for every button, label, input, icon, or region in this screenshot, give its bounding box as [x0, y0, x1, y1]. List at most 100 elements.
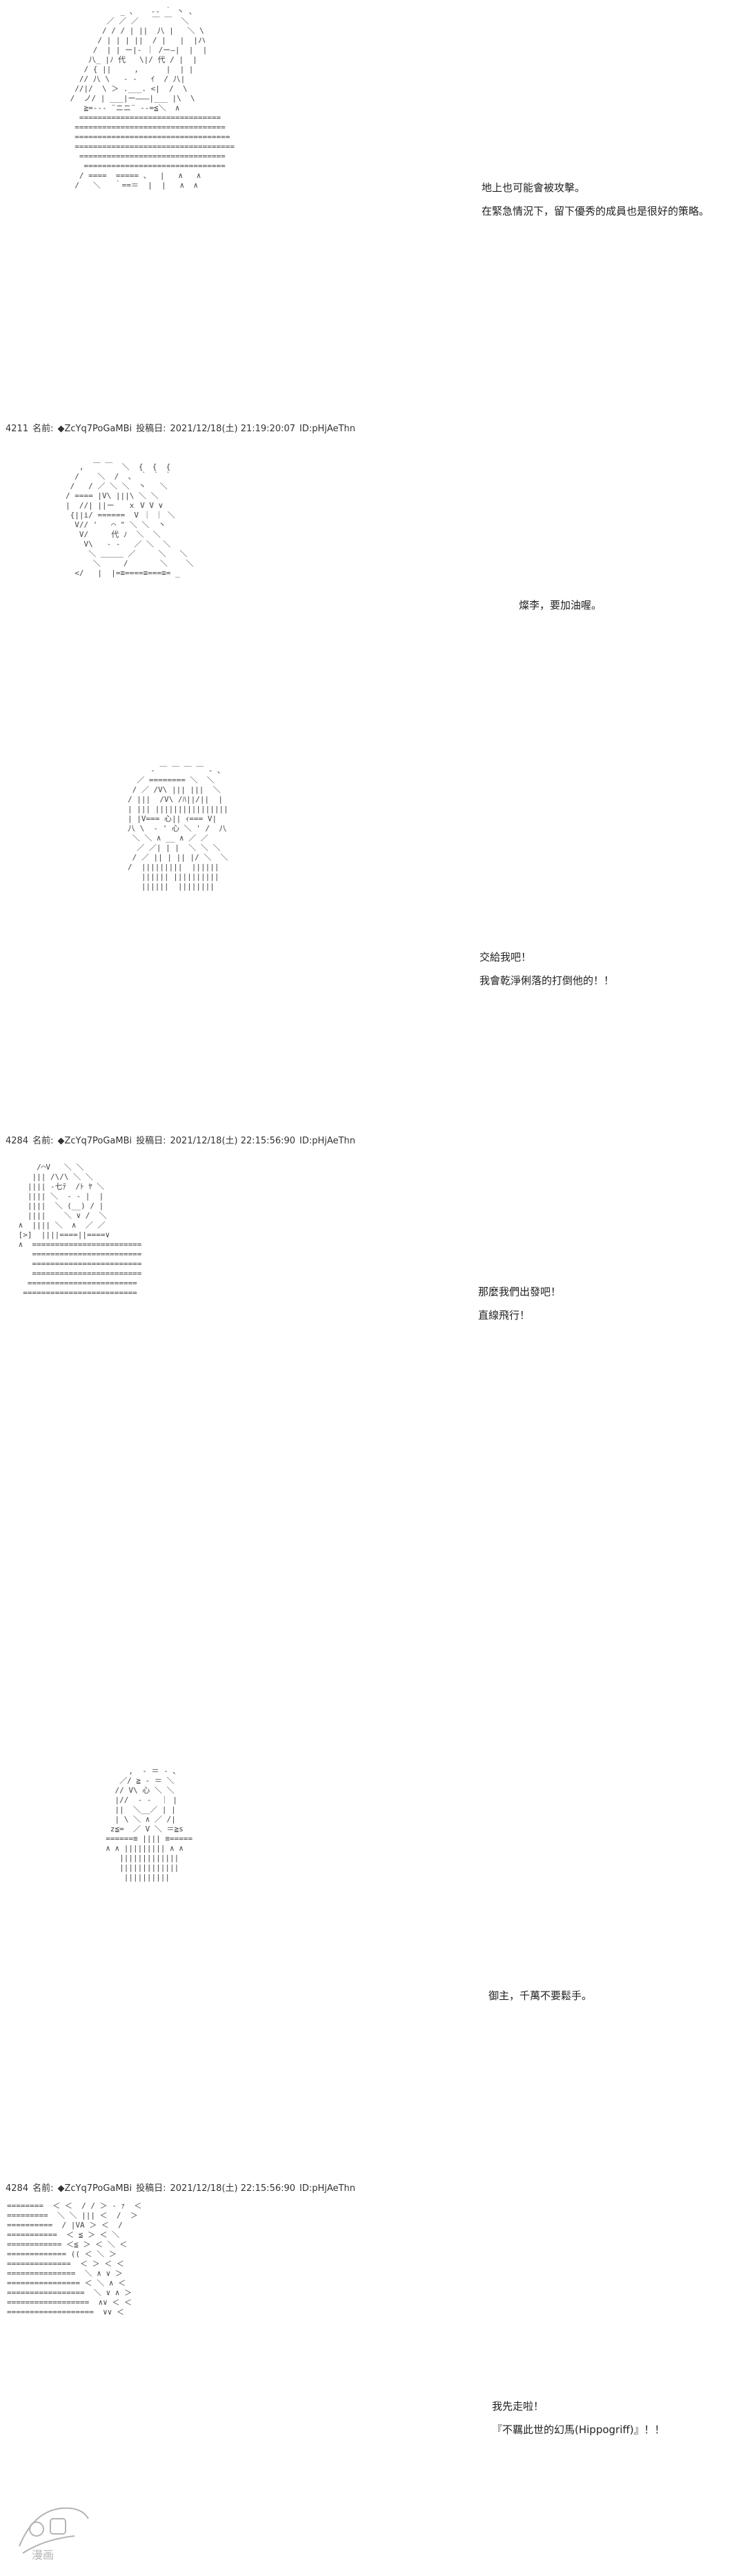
ascii-art-line: /⌒V ＼ ＼: [14, 1163, 84, 1172]
ascii-art-6: ======== ＜ ＜ / / ＞ ‐ ｧ ＜========= ＼ ＼ ||…: [7, 2201, 400, 2560]
ascii-art-line: V// ' ⌒ " ＼ ＼ 丶: [66, 520, 166, 529]
ascii-art-line: |||| ＼ ‐ ‐ | |: [14, 1192, 104, 1201]
dialogue-line: 我先走啦！: [492, 2400, 544, 2412]
panel-3: ‐ ￣ ￣ ￣ ￣ ‐ ､ ／ ======== ＼ ＼ / ／ /V\ |||…: [0, 759, 732, 1125]
ascii-art-line: ========================: [14, 1250, 142, 1259]
ascii-art-line: |||||| ||||||||: [128, 882, 215, 891]
ascii-art-line: ================ ＜ ＼ ∧ ＜: [7, 2279, 126, 2288]
ascii-art-line: / { || , | | |: [66, 65, 194, 74]
ascii-art-4: /⌒V ＼ ＼ ||| /\/\ ＼ ＼ |||| ‐七ﾃ /ﾄ ﾔ ＼ |||…: [14, 1163, 373, 1459]
dialogue-4: 那麼我們出發吧！ 直線飛行！: [478, 1280, 561, 1327]
ascii-art-line: / ＼ ｀==＝ | | ∧ ∧: [66, 181, 198, 190]
ascii-art-line: ／/ ≧ ‐ ＝ ＼: [97, 1776, 175, 1785]
ascii-art-line: ========================: [14, 1259, 142, 1268]
ascii-art-line: ===============================: [66, 113, 221, 122]
dialogue-5: 御主，千萬不要鬆手。: [488, 1984, 592, 2007]
ascii-art-line: =========================: [14, 1288, 137, 1297]
ascii-art-line: | |V=== 心|| ｨ=== V|: [128, 814, 217, 823]
ascii-art-line: [>] ||||====||====∨: [14, 1230, 110, 1239]
ascii-art-line: || ＼__／ | |: [97, 1805, 176, 1814]
ascii-art-line: =========== ＜ ≦ ＞ ＜ ＼: [7, 2230, 120, 2239]
ascii-art-line: / | | | || / | | |ハ: [66, 36, 206, 45]
ascii-art-line: 八_ |ﾉ 代 \|/ 代 / | |: [66, 55, 197, 64]
ascii-art-line: V\ ‐ ‐ ／ ＼ ＼: [66, 540, 171, 549]
ascii-art-line: / ==== |V\ |||\ ＼ ＼: [66, 491, 159, 500]
dialogue-1: 地上也可能會被攻擊。在緊急情況下，留下優秀的成員也是很好的策略。: [482, 176, 709, 223]
ascii-art-line: ／ ======== ＼ ＼: [128, 776, 215, 785]
ascii-art-line: z≦= ／ V ＼ ＝≧s: [97, 1825, 184, 1833]
ascii-art-line: ∧ ========================: [14, 1240, 142, 1249]
watermark-text: 漫画: [32, 2548, 54, 2562]
dialogue-6: 我先走啦！ 『不羈此世的幻馬(Hippogriff)』！！: [492, 2395, 665, 2441]
ascii-art-1: _ 、 -‐ ｀ 丶 、 ／ ／ ／ ￣ ￣ ＼ / / / | || 八 | …: [66, 7, 424, 404]
ascii-art-2: , ￣ ￣ ＼ { { { / ＼ / 、 ｀ ｀ ｀ / / ／ ＼ ＼ 丶 …: [66, 462, 424, 738]
dialogue-line: 在緊急情況下，留下優秀的成員也是很好的策略。: [482, 205, 710, 217]
ascii-art-line: // V\ 心 ＼ ＼: [97, 1786, 175, 1795]
ascii-art-line: ========== / |VA ＞ ＜ /: [7, 2221, 123, 2230]
ascii-art-line: {||i/ ====== V ｜ ｜ ＼: [66, 511, 175, 520]
ascii-art-line: </ | |=≡====≡===≡= _: [66, 569, 180, 578]
ascii-art-line: ============= (( ＜ ＼ ＞: [7, 2250, 117, 2259]
ascii-art-line: , ‐ ＝ ‐ ､: [97, 1767, 177, 1776]
ascii-art-line: ========= ＼ ＼ ||| ＜ / ＞: [7, 2211, 138, 2220]
ascii-art-line: ================== ∧∨ ＜ ＜: [7, 2298, 132, 2307]
ascii-art-line: ／ ／| | | ＼ ＼ ＼: [128, 843, 221, 852]
dialogue-3: 交給我吧！ 我會乾淨俐落的打倒他的！！: [479, 945, 614, 992]
ascii-art-line: ============ ＜≦ ＞ ＜ ＼ ＜: [7, 2240, 128, 2249]
ascii-art-line: |||||| ||||||||||: [128, 872, 219, 881]
ascii-art-line: |||| ‐七ﾃ /ﾄ ﾔ ＼: [14, 1182, 105, 1191]
ascii-art-line: ‐ ￣ ￣ ￣ ￣ ‐ ､: [128, 766, 221, 775]
ascii-art-line: ============== ＜ ＞ ＜ ＜: [7, 2259, 124, 2268]
ascii-art-line: =============== ＼ ∧ ∨ ＞: [7, 2269, 123, 2278]
dialogue-line: 地上也可能會被攻擊。: [482, 181, 586, 194]
ascii-art-line: , ￣ ￣ ＼ { { {: [66, 462, 171, 471]
ascii-art-line: ===============================: [66, 161, 226, 170]
ascii-art-line: ======≡ |||| ≡=====: [97, 1834, 193, 1843]
site-logo-watermark: 漫画: [19, 2507, 89, 2562]
ascii-art-line: // 八 \ ‐ ‐ ｲ / 八|: [66, 75, 186, 83]
ascii-art-line: ＼ / ＼ ＼: [66, 559, 194, 568]
ascii-art-line: ||| /\/\ ＼ ＼: [14, 1172, 93, 1181]
ascii-art-line: ========================: [14, 1269, 142, 1278]
ascii-art-line: |||||||||||||: [97, 1854, 179, 1862]
dialogue-line: 那麼我們出發吧！: [478, 1286, 562, 1298]
ascii-art-3: ‐ ￣ ￣ ￣ ￣ ‐ ､ ／ ======== ＼ ＼ / ／ /V\ |||…: [128, 766, 376, 1121]
ascii-art-5: , ‐ ＝ ‐ ､ ／/ ≧ ‐ ＝ ＼ // V\ 心 ＼ ＼ |// ‐ ‐…: [97, 1767, 386, 2132]
ascii-art-line: / | | ー|‐ ｜ /ー―| | |: [66, 46, 208, 55]
ascii-art-line: ＼ ＼ ∧ __ ∧ ／ ／: [128, 834, 208, 843]
ascii-art-line: / ／ || | || |/ ＼ ＼: [128, 853, 228, 862]
panel-5: , ‐ ＝ ‐ ､ ／/ ≧ ‐ ＝ ＼ // V\ 心 ＼ ＼ |// ‐ ‐…: [0, 1711, 732, 2174]
ascii-art-line: =================================: [66, 123, 226, 132]
ascii-art-line: / ==== ===== 、 | ∧ ∧: [66, 171, 201, 180]
ascii-art-line: | \ ＼ ∧ ／ /|: [97, 1815, 176, 1824]
ascii-art-line: |// ‐ ‐ ｜ |: [97, 1796, 177, 1805]
ascii-art-line: V/ 代 ﾉ ＼ ＼: [66, 530, 161, 539]
dialogue-line: 『不羈此世的幻馬(Hippogriff)』！！: [492, 2423, 665, 2436]
dialogue-2: 燦李，要加油喔。: [519, 593, 602, 617]
ascii-art-line: =================== ∨∨ ＜: [7, 2308, 124, 2317]
ascii-art-line: ==================================: [66, 132, 230, 141]
dialogue-line: 我會乾淨俐落的打倒他的！！: [479, 974, 615, 987]
dialogue-line: 直線飛行！: [478, 1309, 531, 1321]
dialogue-line: 交給我吧！: [479, 951, 532, 963]
ascii-art-line: ========================: [14, 1279, 137, 1288]
ascii-art-line: 八 \ ‐ ' 心 ＼ ' / 八: [128, 824, 227, 833]
ascii-art-line: ===================================: [66, 142, 235, 151]
ascii-art-line: ||||||||||: [97, 1873, 170, 1882]
ascii-art-line: |||| ＼ ∨ / ＼: [14, 1211, 107, 1220]
ascii-art-line: / ／ /V\ ||| ||| ＼: [128, 785, 221, 794]
ascii-art-line: _ 、 -‐ ｀ 丶 、: [66, 7, 197, 16]
ascii-art-line: |||||||||||||: [97, 1863, 179, 1872]
ascii-art-line: ＼ ＿＿＿ ／ ＼ ＼: [66, 549, 188, 558]
ascii-art-line: / ||| /V\ /ﾊ||/|| |: [128, 795, 223, 804]
ascii-art-line: / ||||||||| ||||||: [128, 863, 219, 872]
panel-1: _ 、 -‐ ｀ 丶 、 ／ ／ ／ ￣ ￣ ＼ / / / | || 八 | …: [0, 0, 732, 407]
ascii-art-line: |||| ＼ (__) / |: [14, 1201, 104, 1210]
ascii-art-line: | ||| ||||||||||||||||: [128, 805, 228, 814]
ascii-art-line: | //| ||ー ｘ V V ∨: [66, 501, 164, 510]
ascii-art-line: / / ／ ＼ ＼ 丶 ＼: [66, 482, 168, 491]
